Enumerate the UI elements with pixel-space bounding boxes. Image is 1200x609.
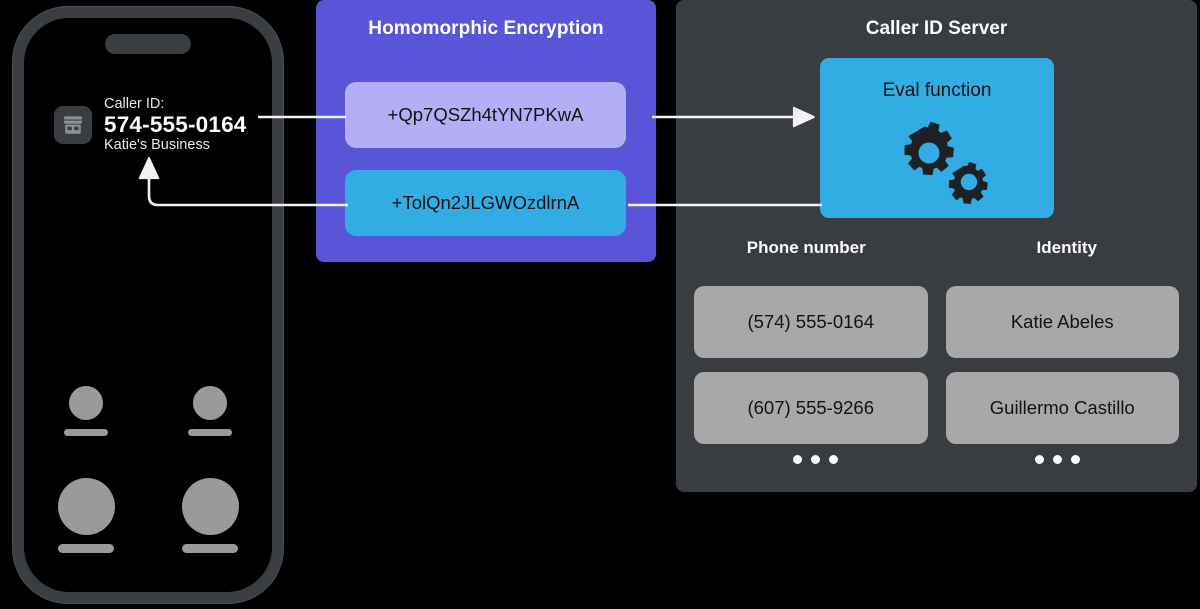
avatar <box>57 478 115 553</box>
ellipsis-icon <box>694 455 937 464</box>
table-cell-identity: Guillermo Castillo <box>945 372 1179 444</box>
more-rows-indicator <box>694 455 1179 464</box>
avatar-head-icon <box>193 386 227 420</box>
caller-id-number: 574-555-0164 <box>104 112 247 138</box>
caller-id-business-name: Katie's Business <box>104 137 210 154</box>
storefront-icon <box>54 105 92 144</box>
eval-function-label: Eval function <box>882 80 992 101</box>
avatar-name-placeholder <box>58 544 114 553</box>
lookup-table-header: Phone number Identity <box>676 238 1197 258</box>
table-cell-phone-number: (607) 555-9266 <box>694 372 928 444</box>
ciphertext-response: +TolQn2JLGWOzdlrnA <box>345 170 626 236</box>
caller-id-label: Caller ID: <box>104 96 165 112</box>
lookup-table-body: (574) 555-0164 Katie Abeles (607) 555-92… <box>694 286 1179 444</box>
column-header-identity: Identity <box>1036 238 1097 257</box>
server-panel-title: Caller ID Server <box>865 18 1008 39</box>
avatar <box>64 386 108 436</box>
column-header-phone-number: Phone number <box>746 238 866 257</box>
avatar-head-icon <box>69 386 103 420</box>
avatar <box>188 386 232 436</box>
caller-id-text: Caller ID: 574-555-0164 Katie's Business <box>104 96 247 154</box>
homomorphic-encryption-panel: Homomorphic Encryption +Qp7QSZh4tYN7PKwA… <box>316 0 656 262</box>
avatar-name-placeholder <box>182 544 238 553</box>
gears-icon <box>820 116 1054 206</box>
phone-notch <box>105 34 191 54</box>
encryption-panel-title: Homomorphic Encryption <box>368 18 604 39</box>
phone-screen: Caller ID: 574-555-0164 Katie's Business <box>24 18 272 592</box>
ciphertext-request: +Qp7QSZh4tYN7PKwA <box>345 82 626 148</box>
caller-id-card: Caller ID: 574-555-0164 Katie's Business <box>54 96 247 154</box>
avatar-head-icon <box>57 478 115 535</box>
caller-id-server-panel: Caller ID Server Eval function Phone num… <box>676 0 1197 492</box>
phone-frame: Caller ID: 574-555-0164 Katie's Business <box>12 6 284 604</box>
table-cell-phone-number: (574) 555-0164 <box>694 286 928 358</box>
avatar-head-icon <box>181 478 239 535</box>
avatar <box>181 478 239 553</box>
avatar-name-placeholder <box>64 429 108 436</box>
eval-function-box: Eval function <box>820 58 1054 218</box>
avatar-grid <box>24 386 272 553</box>
ellipsis-icon <box>937 455 1180 464</box>
avatar-name-placeholder <box>188 429 232 436</box>
table-cell-identity: Katie Abeles <box>945 286 1179 358</box>
